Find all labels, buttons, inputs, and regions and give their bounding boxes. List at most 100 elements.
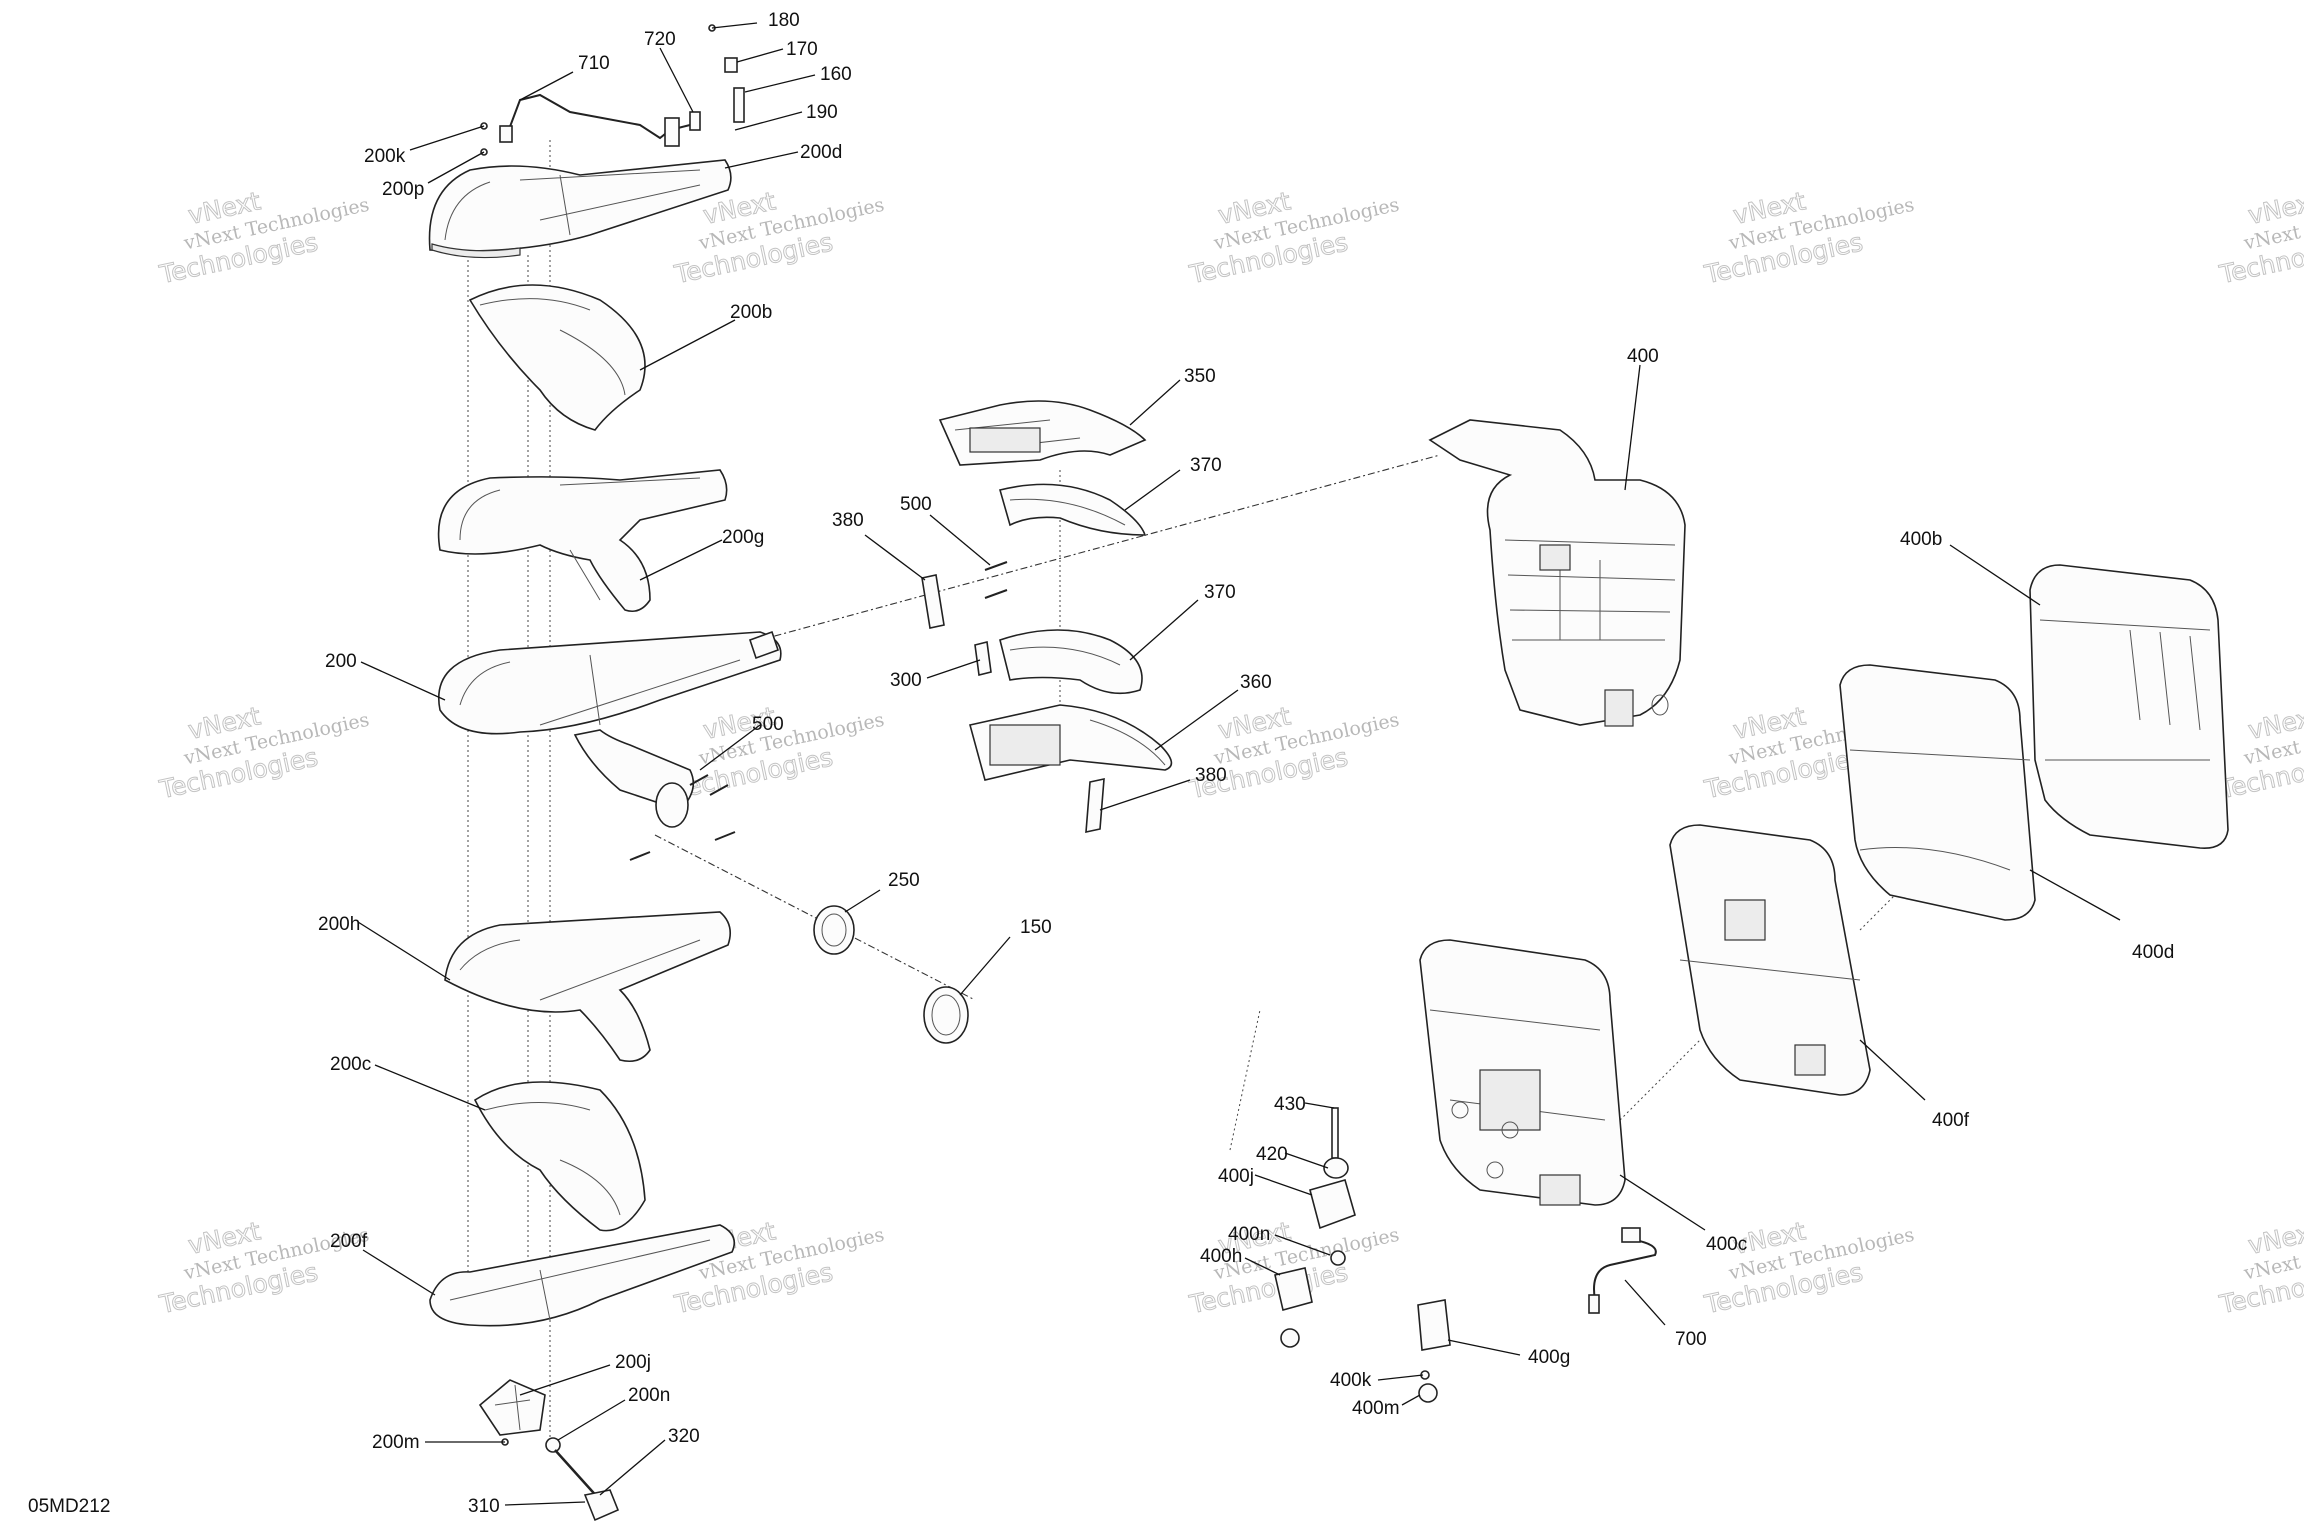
- callout-200c: 200c: [330, 1054, 371, 1075]
- callout-190: 190: [806, 102, 838, 123]
- part-400g-bracket: [1417, 1299, 1451, 1351]
- callout-350: 350: [1184, 366, 1216, 387]
- part-150-clamp: [923, 986, 969, 1044]
- part-310-320: [554, 1449, 620, 1522]
- callout-400j: 400j: [1218, 1166, 1254, 1187]
- exhaust-axis-line: [759, 454, 1441, 641]
- sensor-700-tip: [1588, 1294, 1600, 1314]
- cover-panel: [1479, 1069, 1541, 1131]
- callout-200j: 200j: [615, 1352, 651, 1373]
- callout-200p: 200p: [382, 179, 424, 200]
- callout-200n: 200n: [628, 1385, 670, 1406]
- callout-700: 700: [1675, 1329, 1707, 1350]
- diagram-code: 05MD212: [28, 1496, 110, 1517]
- part-370-heat-shield-lower: [999, 629, 1143, 695]
- part-420-isolator: [1323, 1157, 1349, 1179]
- part-400c-cover: [1419, 939, 1626, 1206]
- part-160-170-180: [480, 24, 745, 156]
- callout-200k: 200k: [364, 146, 406, 167]
- callout-200m: 200m: [372, 1432, 420, 1453]
- watermark: vNext vNext Technologies Technologies: [1701, 1216, 1916, 1320]
- part-400g-400k-400m-mount: [1417, 1299, 1451, 1403]
- part-200-exhaust-pipe: [438, 630, 782, 828]
- sensor-700-connector: [1621, 1227, 1641, 1243]
- part-380-lower: [1085, 777, 1105, 834]
- callout-170: 170: [786, 39, 818, 60]
- callout-400c: 400c: [1706, 1234, 1747, 1255]
- watermark: vNext vNext Technologies Technologies: [671, 701, 886, 805]
- part-400h-bracket: [1274, 1267, 1313, 1311]
- callout-500-upper: 500: [900, 494, 932, 515]
- part-200b-shield: [468, 284, 646, 431]
- part-400j-bracket: [1309, 1179, 1356, 1230]
- watermark: vNext vNext Technologies Technologies: [156, 1216, 371, 1320]
- part-360-pipe: [969, 704, 1173, 781]
- part-350-shield: [938, 400, 1147, 466]
- part-200j-bracket: [478, 1379, 561, 1453]
- part-430-bolt: [1331, 1107, 1339, 1159]
- callout-360: 360: [1240, 672, 1272, 693]
- part-380-upper: [921, 574, 945, 629]
- part-200g-shield: [437, 469, 728, 613]
- watermark: vNext vNext Technologies Technologies: [1701, 186, 1916, 290]
- callout-300: 300: [890, 670, 922, 691]
- part-250-gasket: [813, 905, 855, 955]
- callout-400: 400: [1627, 346, 1659, 367]
- part-200h-shield: [444, 911, 731, 1063]
- part-200f-shield: [429, 1224, 736, 1327]
- callout-200h: 200h: [318, 914, 360, 935]
- part-380-clips: [921, 574, 1105, 834]
- callout-500-lower: 500: [752, 714, 784, 735]
- watermark: vNext vNext Technologies Technologies: [2216, 186, 2304, 290]
- pipe-outlet: [655, 782, 689, 828]
- callout-370-lower: 370: [1204, 582, 1236, 603]
- cover-panel: [1724, 899, 1766, 941]
- callout-310: 310: [468, 1496, 500, 1517]
- callout-400d: 400d: [2132, 942, 2174, 963]
- pipe-inner: [989, 724, 1061, 766]
- callout-200g: 200g: [722, 527, 764, 548]
- part-430-420-400j-mount: [1274, 1107, 1356, 1348]
- axis-line: [1229, 1009, 1261, 1151]
- part-400d-cover: [1839, 664, 2036, 921]
- part-370-heat-shield-upper: [999, 483, 1147, 536]
- callout-380-upper: 380: [832, 510, 864, 531]
- callout-200: 200: [325, 651, 357, 672]
- part-200d-heat-shield: [428, 159, 732, 259]
- connector-body: [664, 117, 680, 147]
- callout-400b: 400b: [1900, 529, 1942, 550]
- muffler-bracket-bottom: [1604, 689, 1634, 727]
- part-160: [733, 87, 745, 123]
- part-170: [724, 57, 738, 73]
- part-710-sensor-harness: [499, 93, 701, 147]
- shield-inner: [969, 427, 1041, 453]
- callout-430: 430: [1274, 1094, 1306, 1115]
- callout-200d: 200d: [800, 142, 842, 163]
- watermark: vNext vNext Technologies Technologies: [1186, 186, 1401, 290]
- callout-180: 180: [768, 10, 800, 31]
- callout-150: 150: [1020, 917, 1052, 938]
- callout-400f: 400f: [1932, 1110, 1970, 1131]
- part-200c-shield: [473, 1081, 646, 1232]
- sensor-body: [499, 125, 513, 143]
- callout-200b: 200b: [730, 302, 772, 323]
- callout-400m: 400m: [1352, 1398, 1400, 1419]
- callout-380-lower: 380: [1195, 765, 1227, 786]
- part-400-muffler: [1428, 419, 1686, 727]
- watermark: vNext vNext Technologies Technologies: [156, 186, 371, 290]
- part-400h-isolator: [1280, 1328, 1300, 1348]
- part-500-springs-upper: [984, 561, 1008, 599]
- callout-420: 420: [1256, 1144, 1288, 1165]
- part-400f-cover: [1669, 824, 1871, 1096]
- part-200n: [545, 1437, 561, 1453]
- part-400b-cover: [2029, 564, 2229, 849]
- callout-labels: 180 170 160 190 720 710 200k 200p 200d 2…: [28, 10, 2174, 1517]
- outlet-axis-line: [654, 834, 976, 1001]
- callout-320: 320: [668, 1426, 700, 1447]
- watermark: vNext vNext Technologies Technologies: [156, 701, 371, 805]
- callout-710: 710: [578, 53, 610, 74]
- cover-panel: [1539, 1174, 1581, 1206]
- part-700-sensor: [1588, 1227, 1657, 1314]
- axis-line: [1619, 1039, 1701, 1121]
- part-300-clip: [974, 641, 992, 676]
